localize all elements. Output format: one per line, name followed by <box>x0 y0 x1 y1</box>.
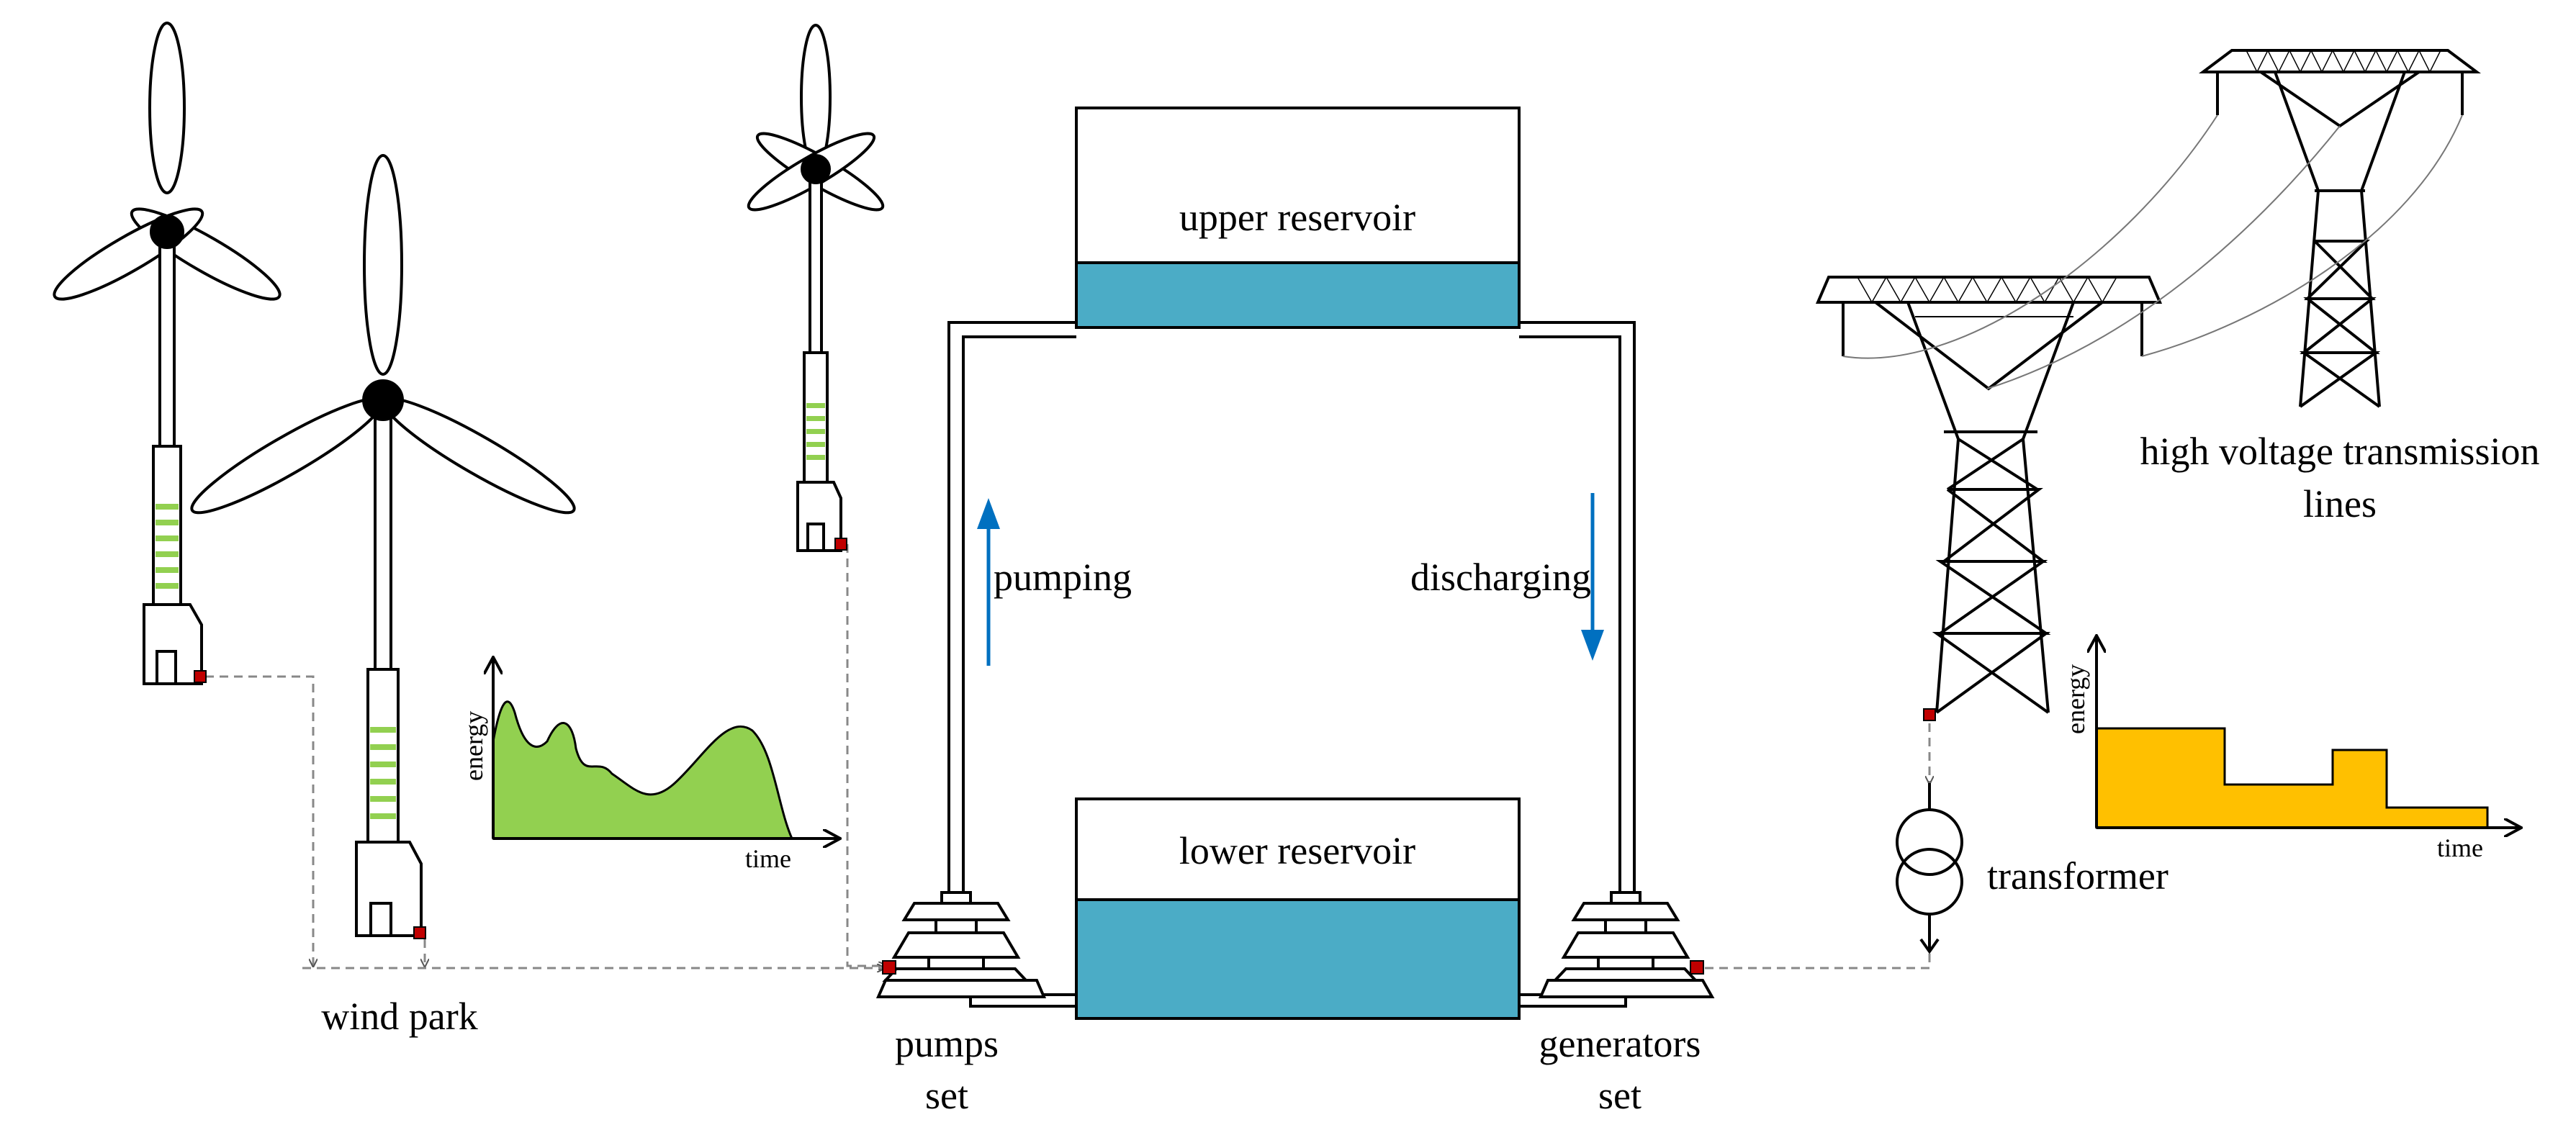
generators-set-label-line2: set <box>1598 1074 1641 1117</box>
grid-energy-chart: energy time <box>2061 637 2520 862</box>
discharging-arrow <box>1581 493 1604 661</box>
wind-park-label: wind park <box>321 995 477 1038</box>
transmission-wires <box>1842 114 2463 389</box>
energy-flow-lines <box>205 544 1929 968</box>
transformer-label: transformer <box>1987 854 2169 898</box>
discharging-label: discharging <box>1410 556 1591 599</box>
grid-chart-ylabel: energy <box>2061 664 2090 734</box>
wind-energy-area <box>492 700 794 840</box>
pumps-set <box>875 891 1047 998</box>
pumps-set-label-line2: set <box>925 1074 968 1117</box>
lower-reservoir: lower reservoir <box>1075 797 1521 1020</box>
generators-set-label-line1: generators <box>1539 1022 1701 1065</box>
lower-reservoir-label: lower reservoir <box>1179 829 1415 872</box>
lower-reservoir-water <box>1078 900 1518 1017</box>
wind-turbine-1 <box>53 22 282 685</box>
generators-set <box>1538 891 1715 998</box>
upper-reservoir: upper reservoir <box>1075 107 1521 329</box>
upper-reservoir-label: upper reservoir <box>1179 196 1415 239</box>
grid-energy-area <box>2095 727 2489 829</box>
hv-lines-label-line2: lines <box>2303 482 2377 525</box>
pumping-arrow <box>977 498 1000 666</box>
transmission-tower-back <box>2199 49 2481 408</box>
wind-turbine-2 <box>190 154 576 939</box>
wind-turbine-3 <box>747 24 885 552</box>
wind-chart-ylabel: energy <box>459 711 488 781</box>
pumping-label: pumping <box>994 556 1132 599</box>
transmission-tower-front <box>1815 276 2163 721</box>
hv-lines-label-line1: high voltage transmission <box>2140 430 2540 473</box>
transformer <box>1896 783 1963 954</box>
upper-reservoir-water <box>1078 263 1518 326</box>
pumps-set-label-line1: pumps <box>895 1022 999 1065</box>
wind-energy-chart: energy time <box>459 659 839 873</box>
grid-chart-xlabel: time <box>2437 833 2483 862</box>
wind-chart-xlabel: time <box>745 844 791 873</box>
